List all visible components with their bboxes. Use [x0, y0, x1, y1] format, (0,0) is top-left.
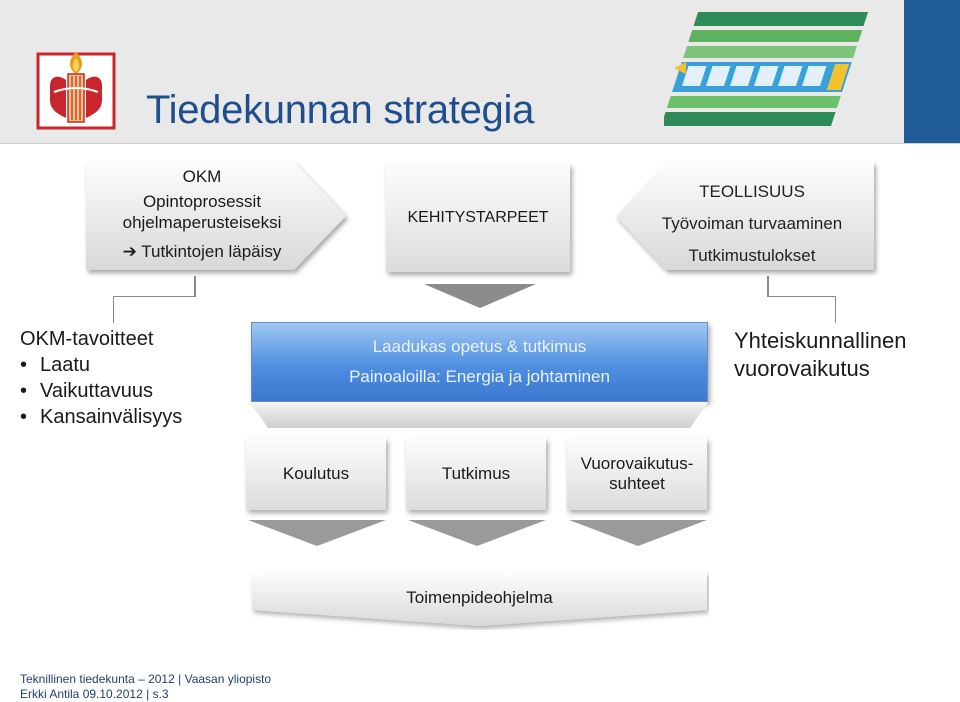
okm-box-text: OKM Opintoprosessit ohjelmaperusteiseksi…: [92, 166, 312, 262]
core-focus-box: Laadukas opetus & tutkimus Painoaloilla:…: [251, 322, 708, 402]
okm-line3-row: ➔ Tutkintojen läpäisy: [92, 241, 312, 262]
footer-org2: Vaasan yliopisto: [184, 672, 272, 686]
left-connector: [113, 296, 196, 323]
industry-line2: Tutkimustulokset: [688, 246, 816, 265]
footer-separator: |: [146, 687, 150, 701]
university-logo-icon: [36, 52, 116, 130]
right-connector-stem: [767, 276, 769, 297]
down-arrow-icon: [424, 284, 536, 308]
down-arrow-icon: [569, 520, 707, 546]
footer-page: s.3: [152, 687, 169, 701]
bullet-icon: •: [20, 406, 28, 428]
pillar-label: Koulutus: [282, 464, 350, 483]
slide-title: Tiedekunnan strategia: [146, 88, 535, 132]
core-focus-line1: Laadukas opetus & tutkimus: [372, 337, 587, 356]
goal-item: •Vaikuttavuus: [20, 380, 154, 402]
pillar-education-box: Koulutus: [246, 438, 386, 510]
goal-item: •Kansainvälisyys: [20, 406, 183, 428]
okm-goals-list: OKM-tavoitteet •Laatu •Vaikuttavuus •Kan…: [20, 326, 182, 430]
interaction-line2: vuorovaikutus: [734, 356, 870, 381]
action-program-label: Toimenpideohjelma: [406, 588, 553, 607]
interaction-line1: Yhteiskunnallinen: [734, 328, 907, 353]
header-divider: [0, 143, 960, 144]
footer-line1: Teknillinen tiedekunta – 2012 | Vaasan y…: [20, 672, 271, 687]
goal-item: •Laatu: [20, 354, 91, 376]
core-focus-line2: Painoaloilla: Energia ja johtaminen: [349, 367, 610, 386]
pillar-interaction-box: Vuorovaikutus- suhteet: [567, 438, 707, 510]
corner-accent: [904, 0, 960, 143]
pillar-label-line2: suhteet: [609, 474, 665, 493]
footer-author-date: Erkki Antila 09.10.2012: [20, 687, 143, 701]
pillar-label-line1: Vuorovaikutus-: [580, 454, 694, 473]
industry-box-text: TEOLLISUUS Työvoiman turvaaminen Tutkimu…: [634, 176, 870, 272]
societal-interaction-text: Yhteiskunnallinen vuorovaikutus: [734, 327, 906, 383]
footer: Teknillinen tiedekunta – 2012 | Vaasan y…: [20, 672, 271, 702]
needs-box: KEHITYSTARPEET: [386, 164, 570, 272]
bullet-icon: •: [20, 380, 28, 402]
down-arrow-icon: [408, 520, 546, 546]
okm-line3: Tutkintojen läpäisy: [141, 242, 282, 261]
okm-line1: Opintoprosessit: [142, 192, 262, 211]
left-connector-stem: [194, 276, 196, 297]
footer-org1: Teknillinen tiedekunta – 2012: [20, 672, 175, 686]
goals-heading: OKM-tavoitteet: [20, 328, 154, 350]
action-program-shape: [252, 572, 707, 626]
needs-label: KEHITYSTARPEET: [407, 209, 549, 226]
okm-chevron-shape: [86, 162, 346, 270]
strategy-management-diagram-icon: [664, 12, 869, 126]
arrow-right-icon: ➔: [122, 242, 137, 261]
pillar-research-box: Tutkimus: [406, 438, 546, 510]
footer-separator: |: [178, 672, 182, 686]
footer-line2: Erkki Antila 09.10.2012 | s.3: [20, 687, 271, 702]
industry-chevron-shape: [616, 162, 874, 270]
pillar-label: Tutkimus: [441, 464, 511, 483]
wide-down-arrow-shape: [250, 402, 708, 428]
bullet-icon: •: [20, 354, 28, 376]
right-connector: [767, 296, 836, 323]
industry-title: TEOLLISUUS: [699, 182, 805, 201]
down-arrow-icon: [248, 520, 386, 546]
industry-line1: Työvoiman turvaaminen: [661, 214, 843, 233]
okm-line2: ohjelmaperusteiseksi: [122, 213, 282, 232]
okm-title: OKM: [182, 167, 222, 186]
